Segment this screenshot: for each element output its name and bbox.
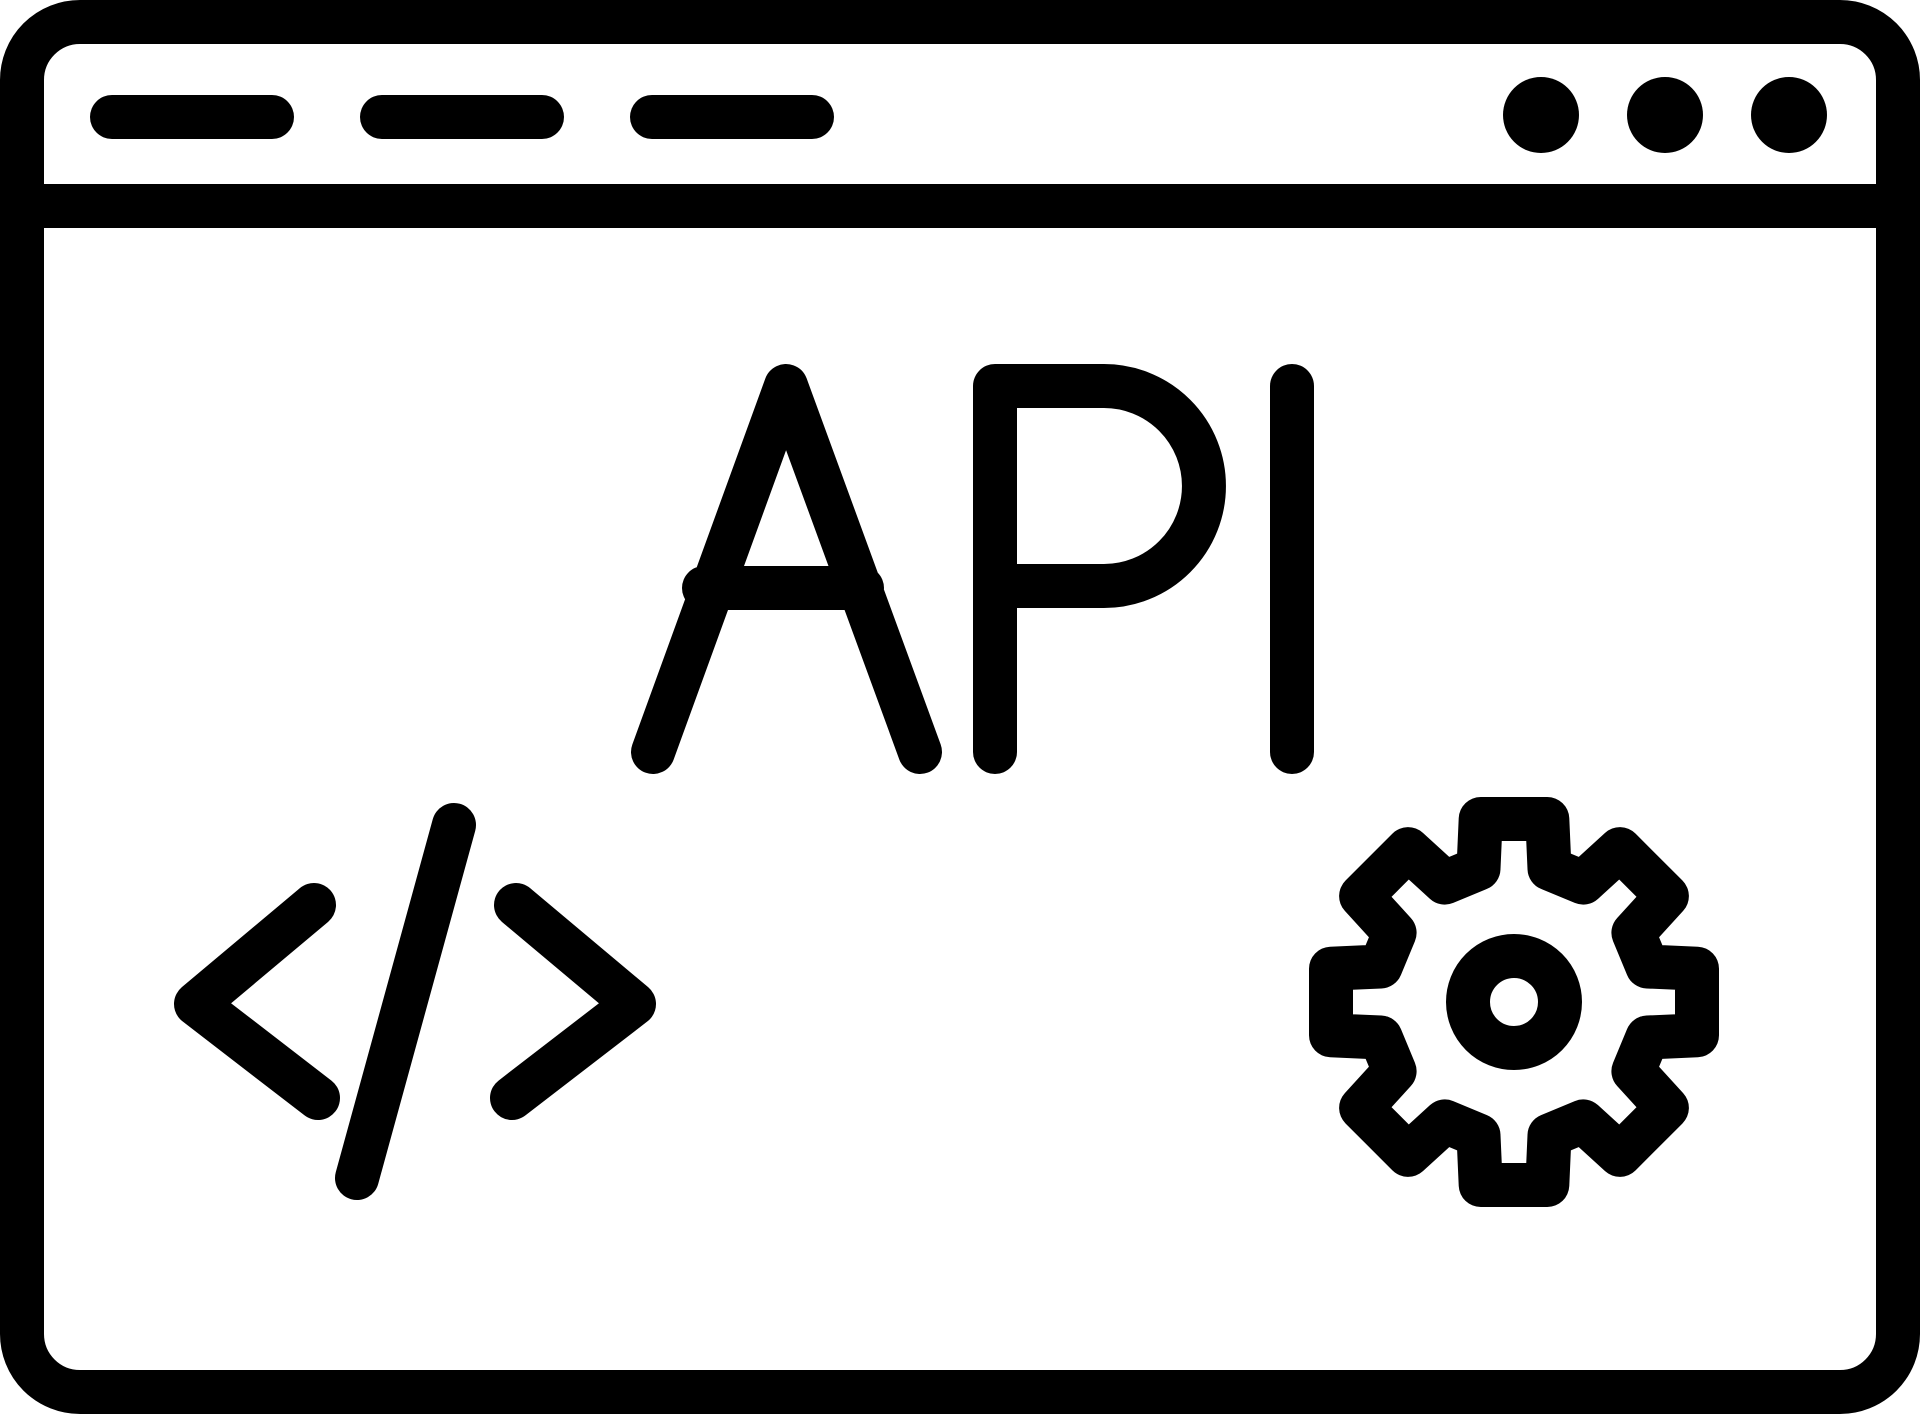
right-angle-bracket — [490, 883, 656, 1120]
window-dot-1 — [1503, 77, 1579, 153]
api-lettering — [631, 364, 1314, 774]
gear-hub — [1446, 934, 1582, 1070]
left-angle-bracket — [174, 883, 340, 1120]
window-dot-3 — [1751, 77, 1827, 153]
window-dot-2 — [1627, 77, 1703, 153]
code-brackets-icon — [174, 803, 656, 1200]
letter-a — [631, 364, 942, 774]
gear-outline — [1309, 797, 1719, 1207]
gear-icon — [1309, 797, 1719, 1207]
forward-slash — [335, 803, 476, 1200]
window-dots-icon — [1503, 77, 1827, 153]
letter-p — [973, 364, 1226, 774]
